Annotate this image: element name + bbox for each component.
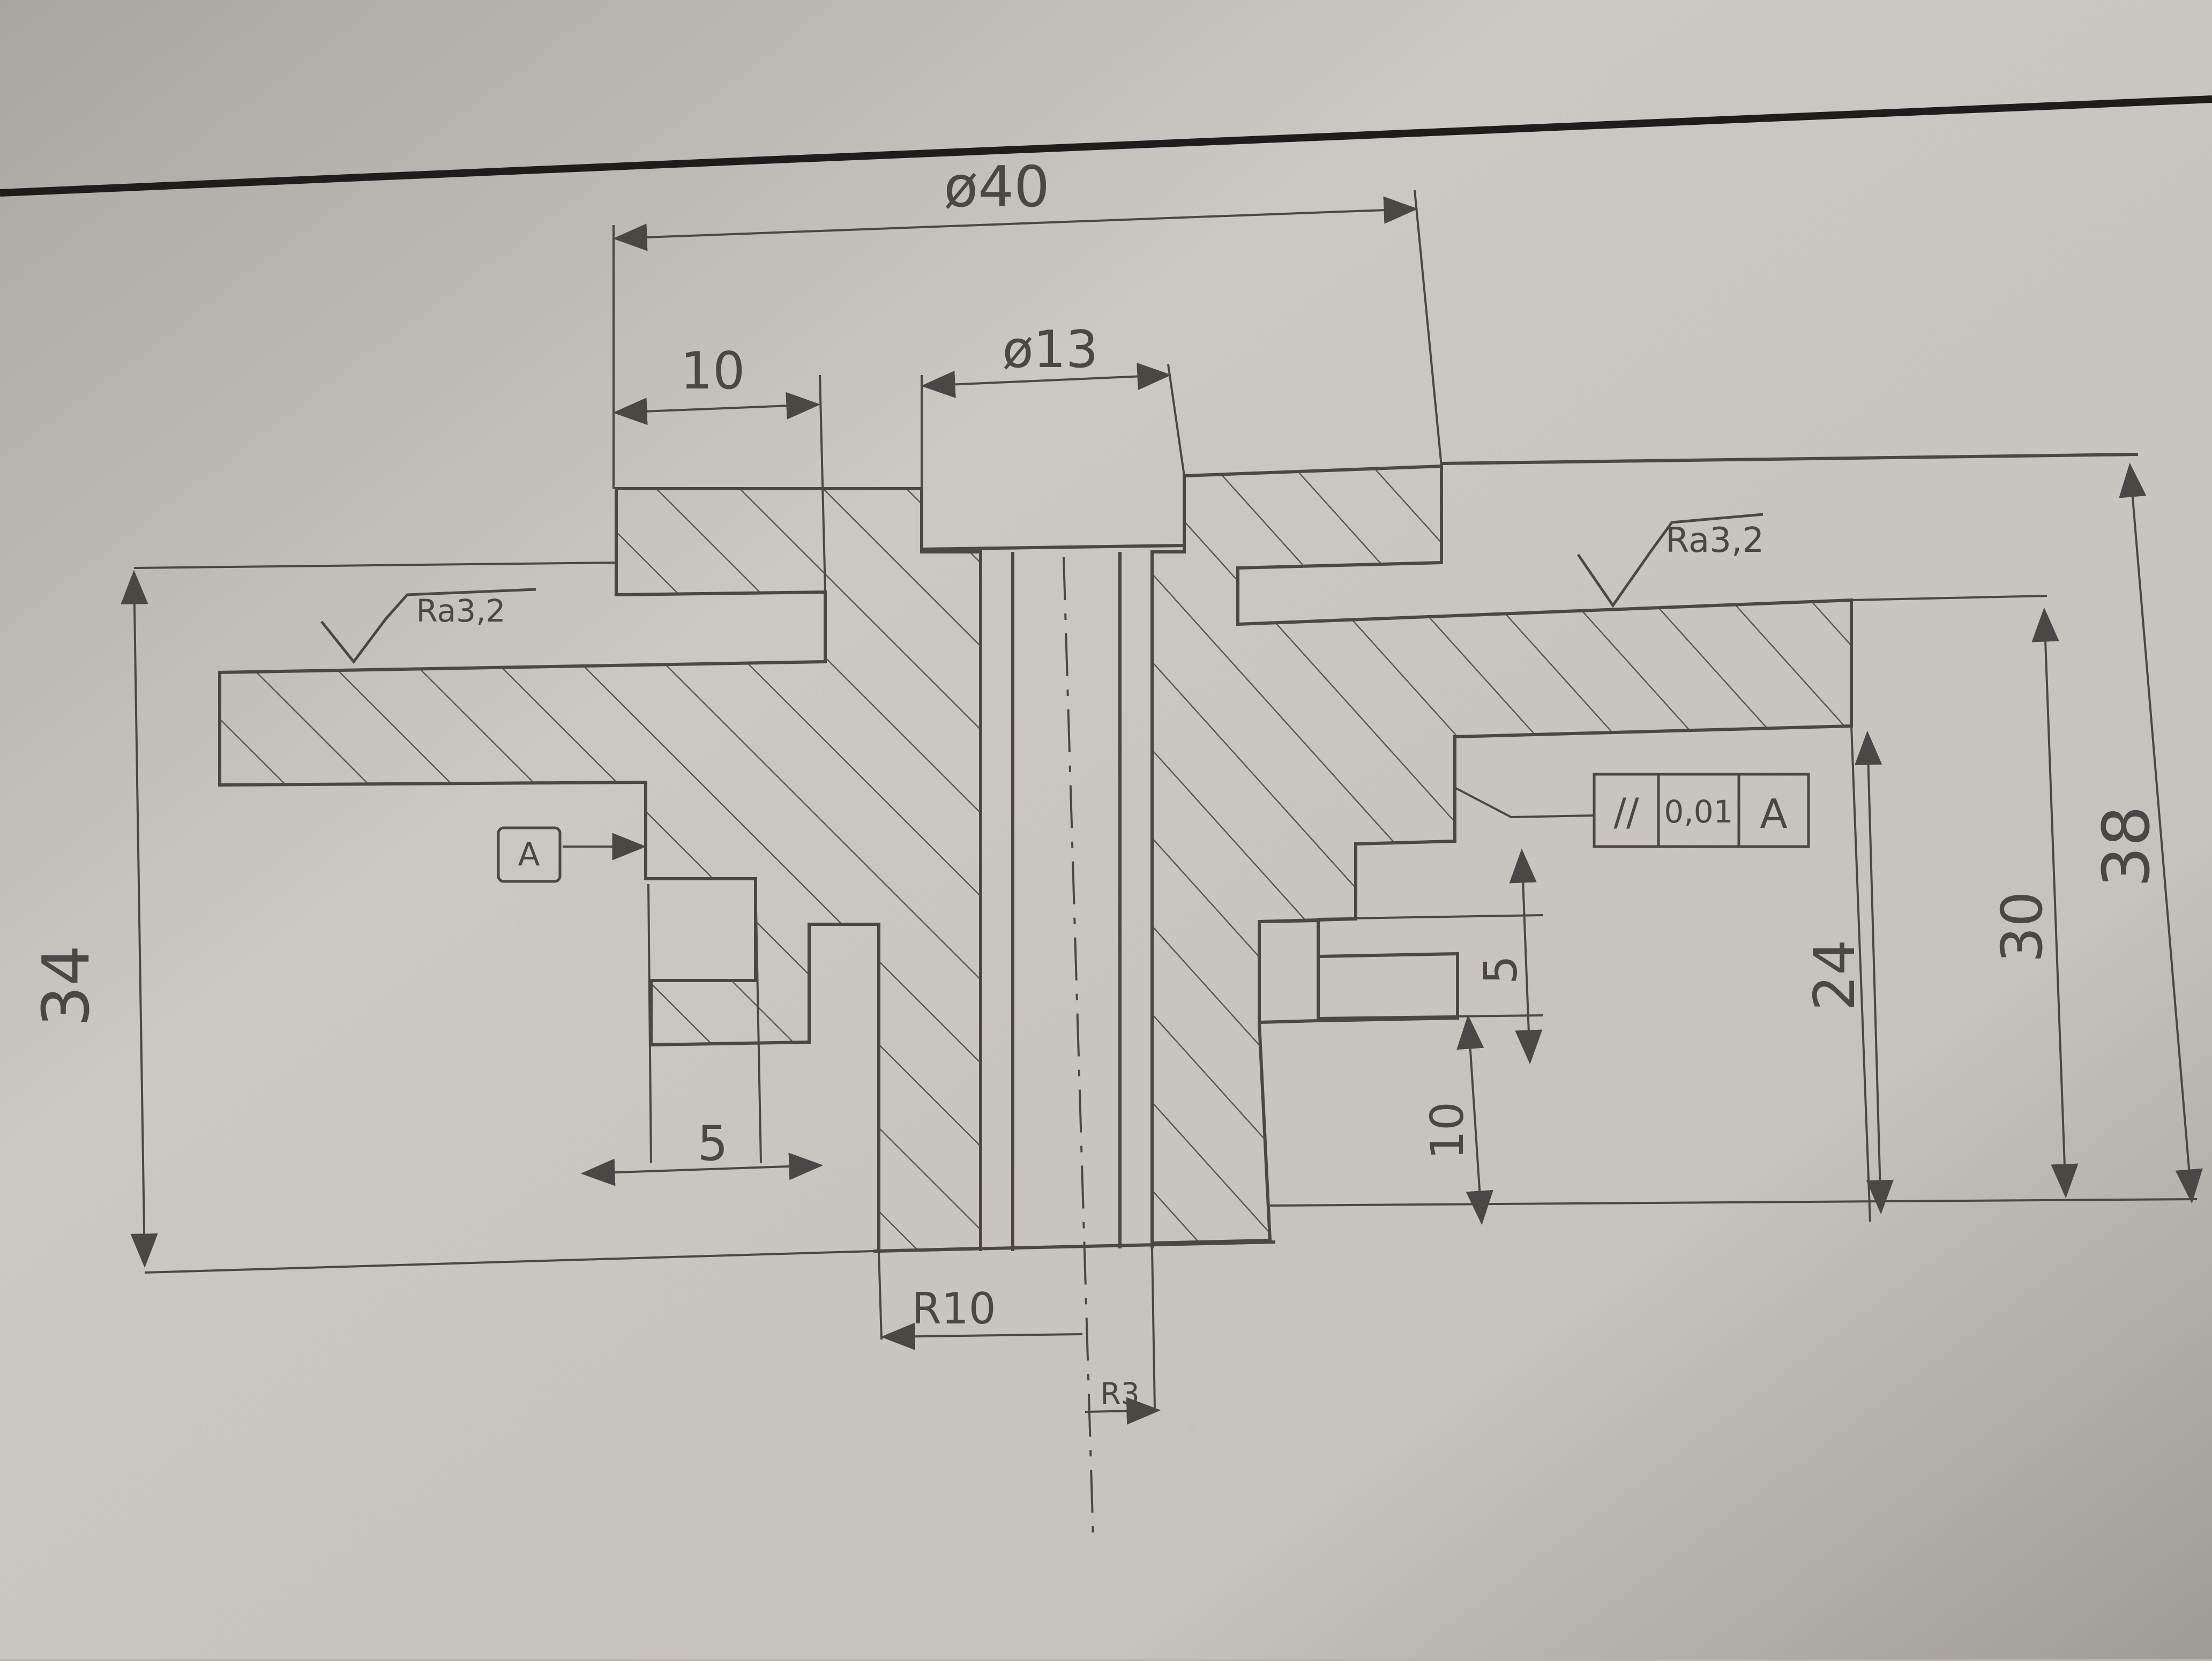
tolerance-value: 0,01 xyxy=(1664,794,1733,830)
dim-line-5-height xyxy=(1509,848,1543,1065)
dim-10-top: 10 xyxy=(681,342,745,401)
dim-r3: R3 xyxy=(1100,1376,1139,1411)
dim-10-right: 10 xyxy=(1421,1102,1474,1159)
surface-finish-left-label: Ra3,2 xyxy=(416,593,506,629)
tolerance-datum: A xyxy=(1760,790,1787,837)
right-groove xyxy=(1259,918,1320,1024)
dim-30: 30 xyxy=(1990,891,2055,963)
datum-a-label: A xyxy=(518,836,540,873)
sheet-border-line xyxy=(0,95,2212,197)
dim-line-5-width xyxy=(580,1153,824,1186)
dim-5-height: 5 xyxy=(1475,955,1528,984)
center-line xyxy=(1063,557,1094,1538)
dim-line-24 xyxy=(1855,730,1894,1215)
dim-34: 34 xyxy=(29,945,104,1027)
tolerance-symbol: // xyxy=(1613,790,1639,834)
dim-line-10-top xyxy=(612,392,821,425)
dim-ø40: ø40 xyxy=(944,154,1050,220)
dim-38: 38 xyxy=(2090,806,2164,888)
dim-r10: R10 xyxy=(911,1284,996,1334)
dim-line-30 xyxy=(2031,607,2079,1199)
surface-finish-left-symbol xyxy=(320,588,536,664)
dim-5-width: 5 xyxy=(697,1116,728,1172)
surface-finish-right-symbol xyxy=(1576,513,1763,608)
dim-line-10-right xyxy=(1456,1014,1493,1225)
dim-ø13: ø13 xyxy=(1002,320,1098,379)
surface-finish-symbols xyxy=(320,513,1763,664)
dim-line-34 xyxy=(121,570,158,1268)
bottom-edge xyxy=(873,1240,1276,1253)
surface-finish-right-label: Ra3,2 xyxy=(1665,521,1764,560)
right-groove-detail xyxy=(1318,952,1459,1022)
tolerance-frame: // 0,01 A xyxy=(1593,773,1810,848)
dimension-lines xyxy=(121,190,2203,1425)
top-extension xyxy=(1441,453,2139,465)
dim-line-ø13 xyxy=(921,362,1172,399)
dim-24: 24 xyxy=(1802,939,1867,1011)
dim-line-ø40 xyxy=(612,196,1418,251)
dim-line-38 xyxy=(2119,462,2203,1204)
dimension-texts: ø40 ø13 10 34 38 30 24 5 5 10 R10 R3 Ra3… xyxy=(29,154,2164,1411)
counterbore-outline xyxy=(920,476,1186,551)
part-geometry xyxy=(218,453,2139,1253)
datum-a-box xyxy=(497,826,562,883)
